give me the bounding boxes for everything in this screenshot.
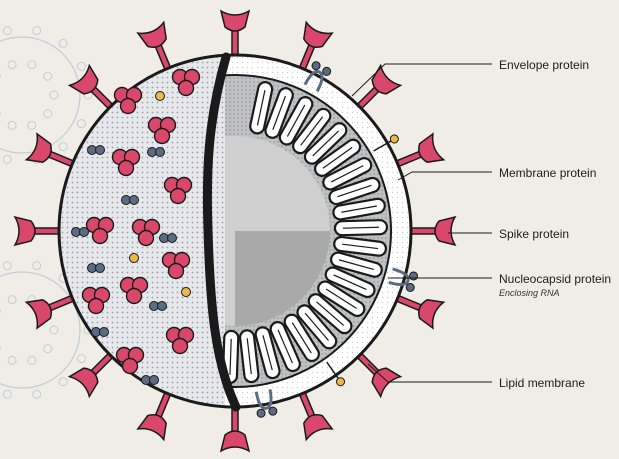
membrane-protein-icon [303,61,332,92]
membrane-protein-icon [254,389,278,418]
rna-coil [332,197,386,221]
spike-protein-icon [406,215,457,247]
membrane-protein-icon [71,227,89,237]
spike-protein-icon [165,326,195,355]
rna-coil [328,176,381,206]
spike-protein-icon [161,251,191,280]
rna-coil [333,235,388,257]
spike-protein-icon [147,116,177,145]
leader-membrane [397,171,492,181]
membrane-protein-icon [141,375,159,385]
label-lipid-membrane: Lipid membrane [499,376,586,390]
rna-coil [269,321,301,373]
label-envelope-protein: Envelope protein [499,58,590,72]
membrane-protein-icon [388,267,419,292]
leader-lines [351,63,492,383]
membrane-protein-icon [149,301,167,311]
spike-protein-icon [297,20,334,75]
rna-coil [330,251,383,278]
membrane-protein-icon [91,327,109,337]
embedded-membrane-proteins [254,61,419,418]
cross-section-edge [202,52,241,412]
spike-protein-icon [67,63,117,113]
rna-coil [292,107,332,155]
spike-protein-icon [115,346,145,375]
label-spike-protein: Spike protein [499,227,570,241]
leader-envelope [351,63,492,97]
rna-coil [322,157,373,191]
rna-coil [264,87,294,139]
envelope-protein-icon [181,287,191,297]
spike-protein-icon [111,148,141,177]
envelope-protein-icon [155,91,165,101]
envelope-protein-icon [129,253,139,263]
rna-coil [317,280,366,318]
label-enclosing-rna: Enclosing RNA [499,288,560,298]
rna-coil [239,329,260,384]
rna-coil [296,304,338,350]
spike-protein-icon [391,132,446,169]
spike-protein-icon [119,276,149,305]
rna-coil [324,266,376,299]
spike-protein-icon [297,387,334,442]
rna-coil [283,313,320,363]
rna-coil [333,219,389,237]
leader-lipid [367,363,492,383]
spike-protein-icon [113,86,143,115]
spike-protein-icon [163,176,193,205]
surface-proteins [71,68,201,385]
spike-protein-icon [353,63,403,113]
rna-coil [278,96,314,146]
spike-protein-icon [131,218,161,247]
membrane-protein-icon [87,263,105,273]
membrane-protein-icon [121,195,139,205]
rna-coil [307,293,353,335]
spike-protein-icon [219,9,251,60]
rna-coil [254,326,281,380]
core-shadow [235,231,330,326]
label-membrane-protein: Membrane protein [499,166,597,180]
label-nucleocapsid-protein: Nucleocapsid protein [499,272,612,286]
spike-protein-icon [67,349,117,399]
rna-coil [303,122,348,165]
nucleocapsid-rna-coils [221,81,389,385]
spike-protein-icon [13,215,64,247]
envelope-protein-icon [373,134,399,152]
spike-protein-icon [81,286,111,315]
spike-protein-icon [219,402,251,453]
membrane-protein-icon [147,147,165,157]
membrane-protein-icon [87,145,105,155]
envelope-protein-icon [326,361,346,387]
rna-coil [249,81,274,135]
rna-coil [314,138,362,177]
spike-protein-icon [85,216,115,245]
spike-protein-icon [24,132,79,169]
spike-protein-icon [171,68,201,97]
spike-protein-icon [24,293,79,330]
membrane-protein-icon [159,233,177,243]
